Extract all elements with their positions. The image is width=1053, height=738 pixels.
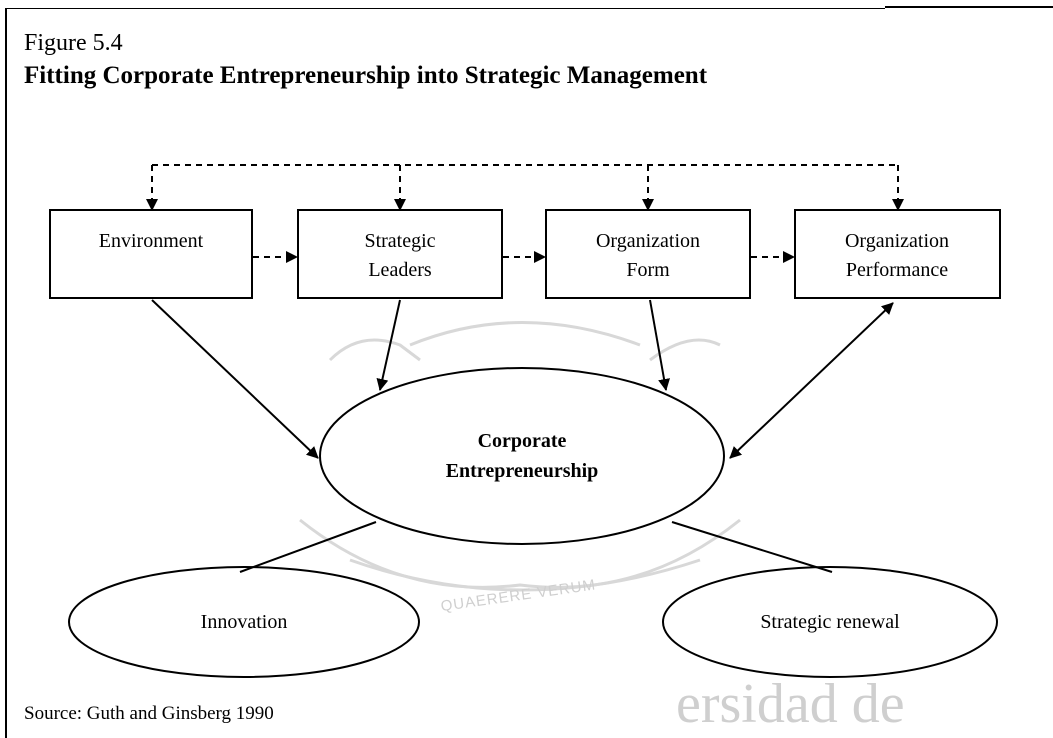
frame-border-left [5,8,7,738]
corporate-entrepreneurship-label-1: Corporate [478,430,567,452]
frame-border-top-right [885,6,1053,8]
strategic-renewal-ellipse [662,566,998,678]
environment-label: Environment [99,230,204,252]
figure-title: Fitting Corporate Entrepreneurship into … [24,62,708,89]
innovation-ellipse [68,566,420,678]
figure-number: Figure 5.4 [24,30,123,56]
strategic-renewal-label: Strategic renewal [760,611,900,633]
innovation-label: Innovation [201,611,288,633]
strategic-leaders-label-1: Strategic [364,230,435,252]
organization-performance-label-1: Organization [845,230,949,252]
frame-border-top [5,8,885,9]
outcome-connectors [239,521,833,573]
watermark-crest [299,321,741,592]
environment-box [49,209,253,299]
corporate-entrepreneurship-ellipse [319,367,725,545]
organization-form-label-2: Form [626,259,670,281]
figure-source: Source: Guth and Ginsberg 1990 [24,703,274,724]
influence-arrows [151,299,894,459]
strategic-leaders-label-2: Leaders [368,259,432,281]
watermark-motto: QUAERERE VERUM [440,576,597,615]
organization-form-label-1: Organization [596,230,700,252]
strategic-leaders-box [297,209,503,299]
organization-form-box [545,209,751,299]
watermark-text: ersidad de [676,673,905,735]
organization-performance-box [794,209,1001,299]
feedback-loop [146,164,904,211]
organization-performance-label-2: Performance [846,259,948,281]
corporate-entrepreneurship-label-2: Entrepreneurship [446,460,599,482]
